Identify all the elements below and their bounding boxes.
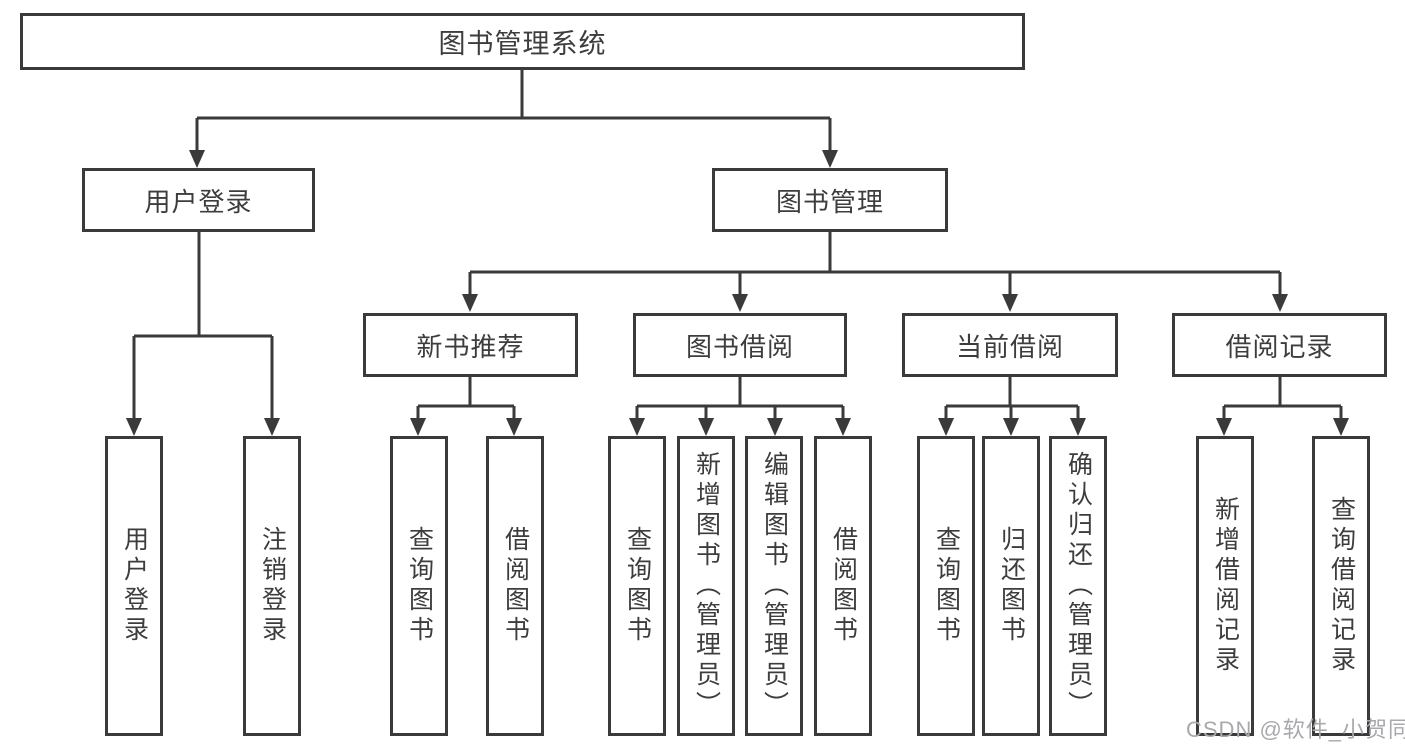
leaf-query-books-recommend: 查询图书 xyxy=(390,436,448,736)
leaf-borrow-books-recommend: 借阅图书 xyxy=(486,436,544,736)
leaf-edit-books-admin: 编辑图书（管理员） xyxy=(745,436,803,736)
leaf-logout: 注销登录 xyxy=(243,436,301,736)
node-user-login: 用户登录 xyxy=(82,168,315,232)
node-borrow-records: 借阅记录 xyxy=(1172,313,1387,377)
node-book-management: 图书管理 xyxy=(712,168,948,232)
node-book-borrowing: 图书借阅 xyxy=(633,313,847,377)
leaf-query-books-borrowing: 查询图书 xyxy=(608,436,666,736)
node-library-management-system: 图书管理系统 xyxy=(20,13,1025,70)
watermark: CSDN @软件_小贺同学 xyxy=(1186,717,1405,742)
leaf-confirm-return-admin: 确认归还（管理员） xyxy=(1049,436,1107,736)
node-current-borrowing: 当前借阅 xyxy=(902,313,1118,377)
leaf-add-borrow-record: 新增借阅记录 xyxy=(1196,436,1254,736)
leaf-borrow-books-borrowing: 借阅图书 xyxy=(814,436,872,736)
leaf-user-login: 用户登录 xyxy=(105,436,163,736)
leaf-return-books: 归还图书 xyxy=(982,436,1040,736)
node-new-book-recommend: 新书推荐 xyxy=(363,313,578,377)
leaf-query-borrow-record: 查询借阅记录 xyxy=(1312,436,1370,736)
leaf-add-books-admin: 新增图书（管理员） xyxy=(677,436,735,736)
leaf-query-books-current: 查询图书 xyxy=(917,436,975,736)
